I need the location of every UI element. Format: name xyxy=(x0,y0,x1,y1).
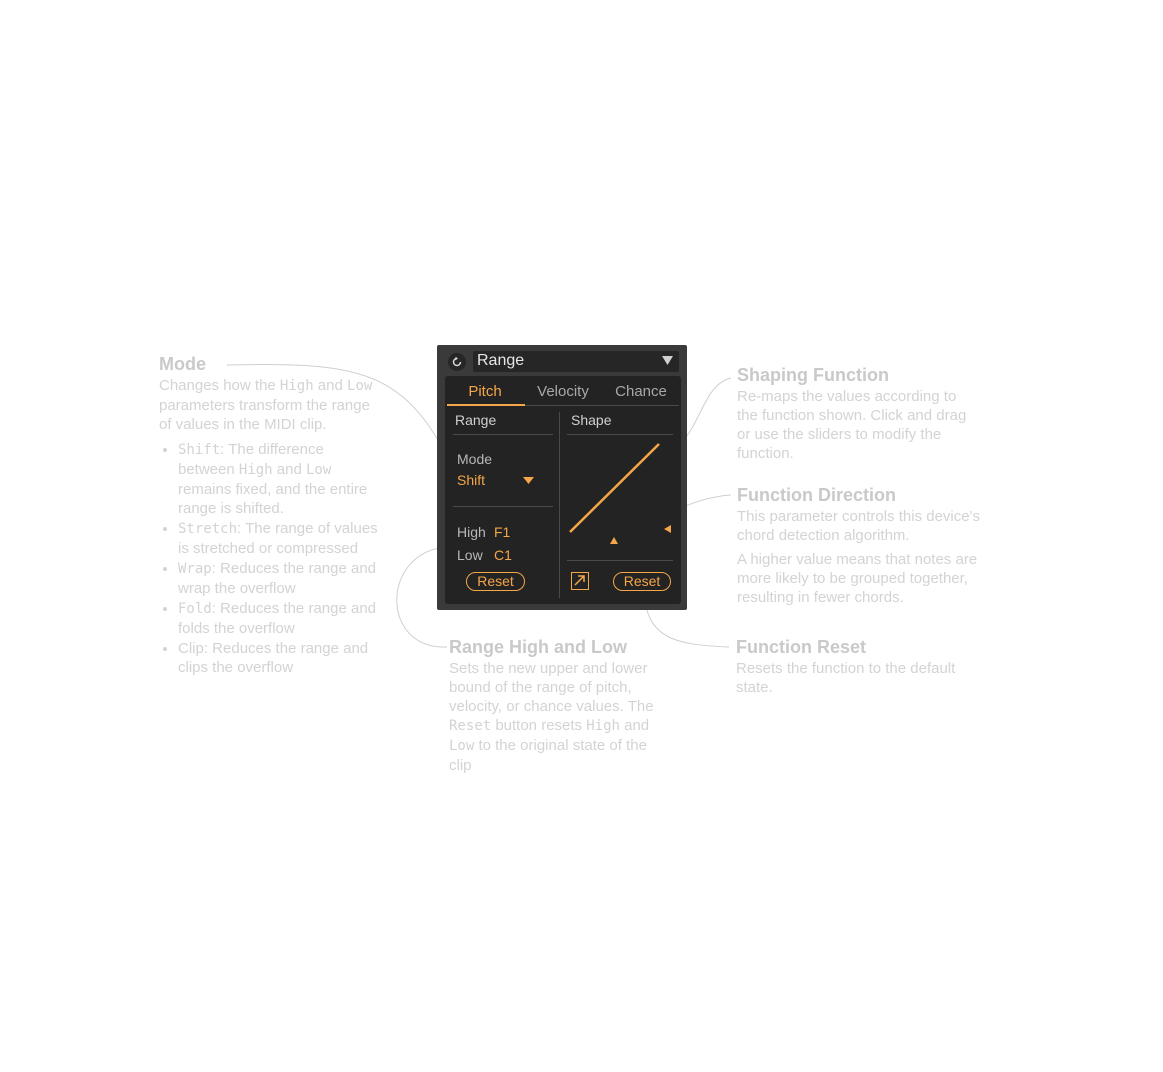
high-value[interactable]: F1 xyxy=(494,524,511,540)
connector-mode xyxy=(226,364,453,467)
annotation-description: This parameter controls this device's ch… xyxy=(737,508,980,544)
connector-reset xyxy=(644,599,730,648)
range-device: Range Pitch Velocity Chance Range Mode S… xyxy=(437,345,687,610)
divider xyxy=(567,434,673,435)
annotation-shaping-function: Shaping Function Re-maps the values acco… xyxy=(737,364,967,463)
tab-chance[interactable]: Chance xyxy=(615,383,667,400)
annotation-function-reset: Function Reset Resets the function to th… xyxy=(736,636,976,697)
shape-curve xyxy=(569,443,660,533)
mode-value: Shift xyxy=(457,472,486,488)
annotation-title: Range High and Low xyxy=(449,637,627,657)
list-item: Clip: Reduces the range and clips the ov… xyxy=(178,639,384,677)
annotation-mode: Mode Changes how the High and Low parame… xyxy=(159,353,384,678)
low-value[interactable]: C1 xyxy=(494,547,512,563)
mode-bullet-list: Shift: The difference between High and L… xyxy=(159,440,384,677)
device-reset-button[interactable] xyxy=(448,353,466,371)
divider xyxy=(453,506,553,507)
preset-label: Range xyxy=(477,352,525,369)
y-slider-handle xyxy=(664,525,671,533)
annotation-title: Function Direction xyxy=(737,485,896,505)
annotation-description: Changes how the High and Low parameters … xyxy=(159,377,373,433)
column-divider xyxy=(559,412,560,598)
list-item: Shift: The difference between High and L… xyxy=(178,440,384,518)
annotation-description: Resets the function to the default state… xyxy=(736,660,956,696)
high-label: High xyxy=(457,524,486,540)
shape-section-title: Shape xyxy=(571,412,612,428)
arrow-up-right-icon xyxy=(574,575,585,586)
tab-divider xyxy=(447,405,679,406)
annotation-function-direction: Function Direction This parameter contro… xyxy=(737,484,997,607)
list-item: Fold: Reduces the range and folds the ov… xyxy=(178,599,384,638)
annotation-title: Function Reset xyxy=(736,637,867,657)
chevron-down-icon xyxy=(662,356,673,365)
x-slider-handle xyxy=(610,537,618,544)
mode-label: Mode xyxy=(457,451,493,467)
divider xyxy=(567,560,673,561)
list-item: Stretch: The range of values is stretche… xyxy=(178,519,384,558)
preset-dropdown[interactable]: Range xyxy=(473,351,679,372)
function-direction-button[interactable] xyxy=(571,572,589,590)
device-header: Range xyxy=(437,345,687,375)
list-item: Wrap: Reduces the range and wrap the ove… xyxy=(178,559,384,598)
range-section-title: Range xyxy=(455,412,497,428)
annotation-description: A higher value means that notes are more… xyxy=(737,551,978,606)
tab-pitch[interactable]: Pitch xyxy=(468,383,502,400)
device-panel: Pitch Velocity Chance Range Mode Shift H… xyxy=(445,376,681,604)
annotation-description: Re-maps the values according to the func… xyxy=(737,388,967,462)
annotation-description: Sets the new upper and lower bound of th… xyxy=(449,660,654,774)
active-tab-indicator xyxy=(447,404,525,406)
low-label: Low xyxy=(457,547,483,563)
connector-range xyxy=(396,546,448,648)
tab-velocity[interactable]: Velocity xyxy=(537,383,589,400)
chevron-down-icon xyxy=(523,477,534,484)
shape-function-display[interactable] xyxy=(565,436,675,556)
divider xyxy=(453,434,553,435)
annotation-title: Shaping Function xyxy=(737,365,889,385)
annotation-range-high-low: Range High and Low Sets the new upper an… xyxy=(449,636,671,775)
mode-dropdown[interactable]: Shift xyxy=(457,472,537,490)
refresh-icon xyxy=(452,356,462,367)
function-reset-button[interactable]: Reset xyxy=(613,572,671,591)
annotation-title: Mode xyxy=(159,354,206,374)
range-reset-button[interactable]: Reset xyxy=(466,572,525,591)
